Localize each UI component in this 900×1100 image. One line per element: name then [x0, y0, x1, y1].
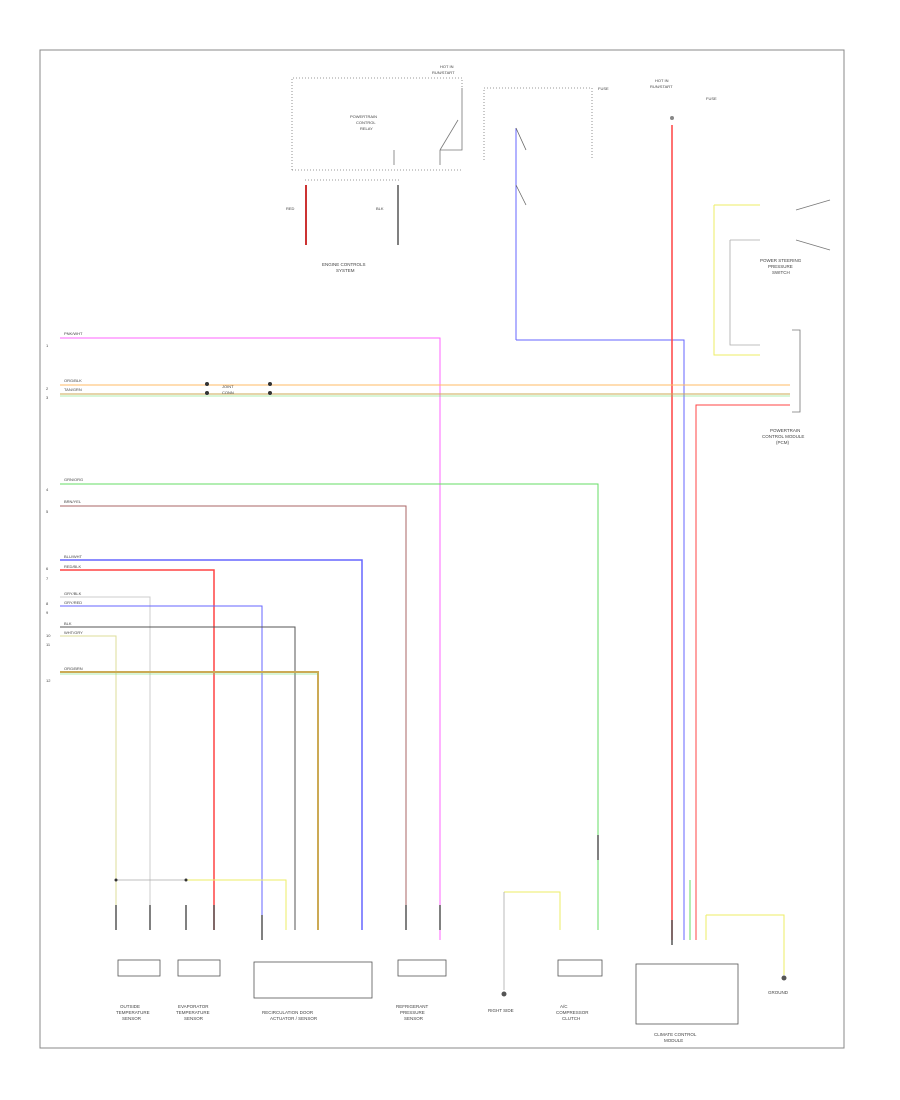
svg-text:SENSOR: SENSOR — [184, 1016, 204, 1021]
top-fuse-region — [291, 77, 593, 171]
svg-text:8: 8 — [46, 601, 49, 606]
svg-text:CLIMATE CONTROL: CLIMATE CONTROL — [654, 1032, 697, 1037]
ac-compressor-clutch: A/C COMPRESSOR CLUTCH — [556, 959, 603, 1021]
right-connector — [792, 329, 801, 413]
svg-text:TEMPERATURE: TEMPERATURE — [116, 1010, 150, 1015]
svg-text:GRY/BLK: GRY/BLK — [64, 591, 82, 596]
outside-temp-sensor: OUTSIDE TEMPERATURE SENSOR — [116, 959, 161, 1021]
left-wire-labels: PNK/WHT ORG/BLK TAN/GRN GRN/ORG BRN/YEL … — [64, 331, 83, 671]
svg-text:SENSOR: SENSOR — [122, 1016, 142, 1021]
svg-text:2: 2 — [46, 386, 49, 391]
top-label-hot2b: RUN/START — [650, 84, 673, 89]
svg-text:4: 4 — [46, 487, 49, 492]
svg-text:WHT/GRY: WHT/GRY — [64, 630, 83, 635]
engine-control-module-label: ENGINE CONTROLS — [322, 262, 366, 267]
svg-text:BLU/WHT: BLU/WHT — [64, 554, 83, 559]
svg-text:11: 11 — [46, 642, 51, 647]
svg-text:REFRIGERANT: REFRIGERANT — [396, 1004, 429, 1009]
connector-ticks — [115, 835, 673, 945]
svg-text:PRESSURE: PRESSURE — [400, 1010, 425, 1015]
svg-text:TAN/GRN: TAN/GRN — [64, 387, 82, 392]
svg-text:RED: RED — [286, 206, 295, 211]
ground-2: GROUND — [768, 975, 789, 995]
svg-text:GROUND: GROUND — [768, 990, 789, 995]
evaporator-temp-sensor: EVAPORATOR TEMPERATURE SENSOR — [176, 959, 221, 1021]
svg-text:RED/BLK: RED/BLK — [64, 564, 81, 569]
svg-text:GRY/RED: GRY/RED — [64, 600, 82, 605]
svg-text:(PCM): (PCM) — [776, 440, 789, 445]
svg-text:PRESSURE: PRESSURE — [768, 264, 793, 269]
svg-text:A/C: A/C — [560, 1004, 568, 1009]
recirculation-door-actuator: RECIRCULATION DOOR ACTUATOR / SENSOR — [253, 961, 373, 1021]
svg-text:7: 7 — [46, 576, 49, 581]
svg-text:EVAPORATOR: EVAPORATOR — [178, 1004, 209, 1009]
svg-text:ORG/BLK: ORG/BLK — [64, 378, 82, 383]
svg-text:POWER STEERING: POWER STEERING — [760, 258, 802, 263]
svg-text:12: 12 — [46, 678, 51, 683]
svg-text:CONN: CONN — [222, 390, 234, 395]
svg-text:ACTUATOR / SENSOR: ACTUATOR / SENSOR — [270, 1016, 318, 1021]
svg-text:1: 1 — [46, 343, 49, 348]
svg-text:COMPRESSOR: COMPRESSOR — [556, 1010, 589, 1015]
top-label-1b: RUN/START — [432, 70, 455, 75]
svg-text:RECIRCULATION DOOR: RECIRCULATION DOOR — [262, 1010, 314, 1015]
svg-text:10: 10 — [46, 633, 51, 638]
top-label-relay3: RELAY — [360, 126, 373, 131]
svg-text:PNK/WHT: PNK/WHT — [64, 331, 83, 336]
svg-text:SENSOR: SENSOR — [404, 1016, 424, 1021]
top-label-fuse2: FUSE — [706, 96, 717, 101]
svg-text:ORG/BRN: ORG/BRN — [64, 666, 83, 671]
diagram-border — [39, 49, 845, 1049]
top-label-hot2: HOT IN — [655, 78, 669, 83]
svg-text:TEMPERATURE: TEMPERATURE — [176, 1010, 210, 1015]
svg-text:BRN/YEL: BRN/YEL — [64, 499, 82, 504]
svg-text:MODULE: MODULE — [664, 1038, 683, 1043]
top-label-relay2: CONTROL — [356, 120, 376, 125]
top-label-1: HOT IN — [440, 64, 454, 69]
svg-text:OUTSIDE: OUTSIDE — [120, 1004, 140, 1009]
svg-text:3: 3 — [46, 395, 49, 400]
hot-feed-red — [670, 116, 674, 940]
svg-text:6: 6 — [46, 566, 49, 571]
svg-text:SWITCH: SWITCH — [772, 270, 790, 275]
svg-text:BLK: BLK — [376, 206, 384, 211]
bottom-bridges — [114, 878, 785, 990]
svg-text:RIGHT SIDE: RIGHT SIDE — [488, 1008, 514, 1013]
svg-text:CONTROL MODULE: CONTROL MODULE — [762, 434, 804, 439]
svg-text:BLK: BLK — [64, 621, 72, 626]
svg-text:5: 5 — [46, 509, 49, 514]
svg-text:SYSTEM: SYSTEM — [336, 268, 355, 273]
splice-junction: JOINT CONN — [205, 382, 272, 395]
svg-text:9: 9 — [46, 610, 49, 615]
brake-pedal-switch — [515, 127, 685, 940]
svg-text:JOINT: JOINT — [222, 384, 234, 389]
engine-control-module-connector: RED BLK ENGINE CONTROLS SYSTEM — [286, 179, 400, 273]
svg-text:CLUTCH: CLUTCH — [562, 1016, 580, 1021]
pcm-label: POWERTRAIN — [770, 428, 800, 433]
svg-text:GRN/ORG: GRN/ORG — [64, 477, 83, 482]
top-label-relay: POWERTRAIN — [350, 114, 377, 119]
top-label-fuse: FUSE — [598, 86, 609, 91]
wire-bus — [60, 337, 790, 940]
a-c-control-module: CLIMATE CONTROL MODULE — [635, 963, 739, 1043]
power-steering-pressure-switch: POWER STEERING PRESSURE SWITCH — [713, 199, 831, 356]
left-pin-numbers: 1 2 3 4 5 6 7 8 9 10 11 12 — [46, 343, 51, 683]
refrigerant-pressure-sensor: REFRIGERANT PRESSURE SENSOR — [396, 959, 447, 1021]
ground-1: RIGHT SIDE — [488, 991, 514, 1013]
